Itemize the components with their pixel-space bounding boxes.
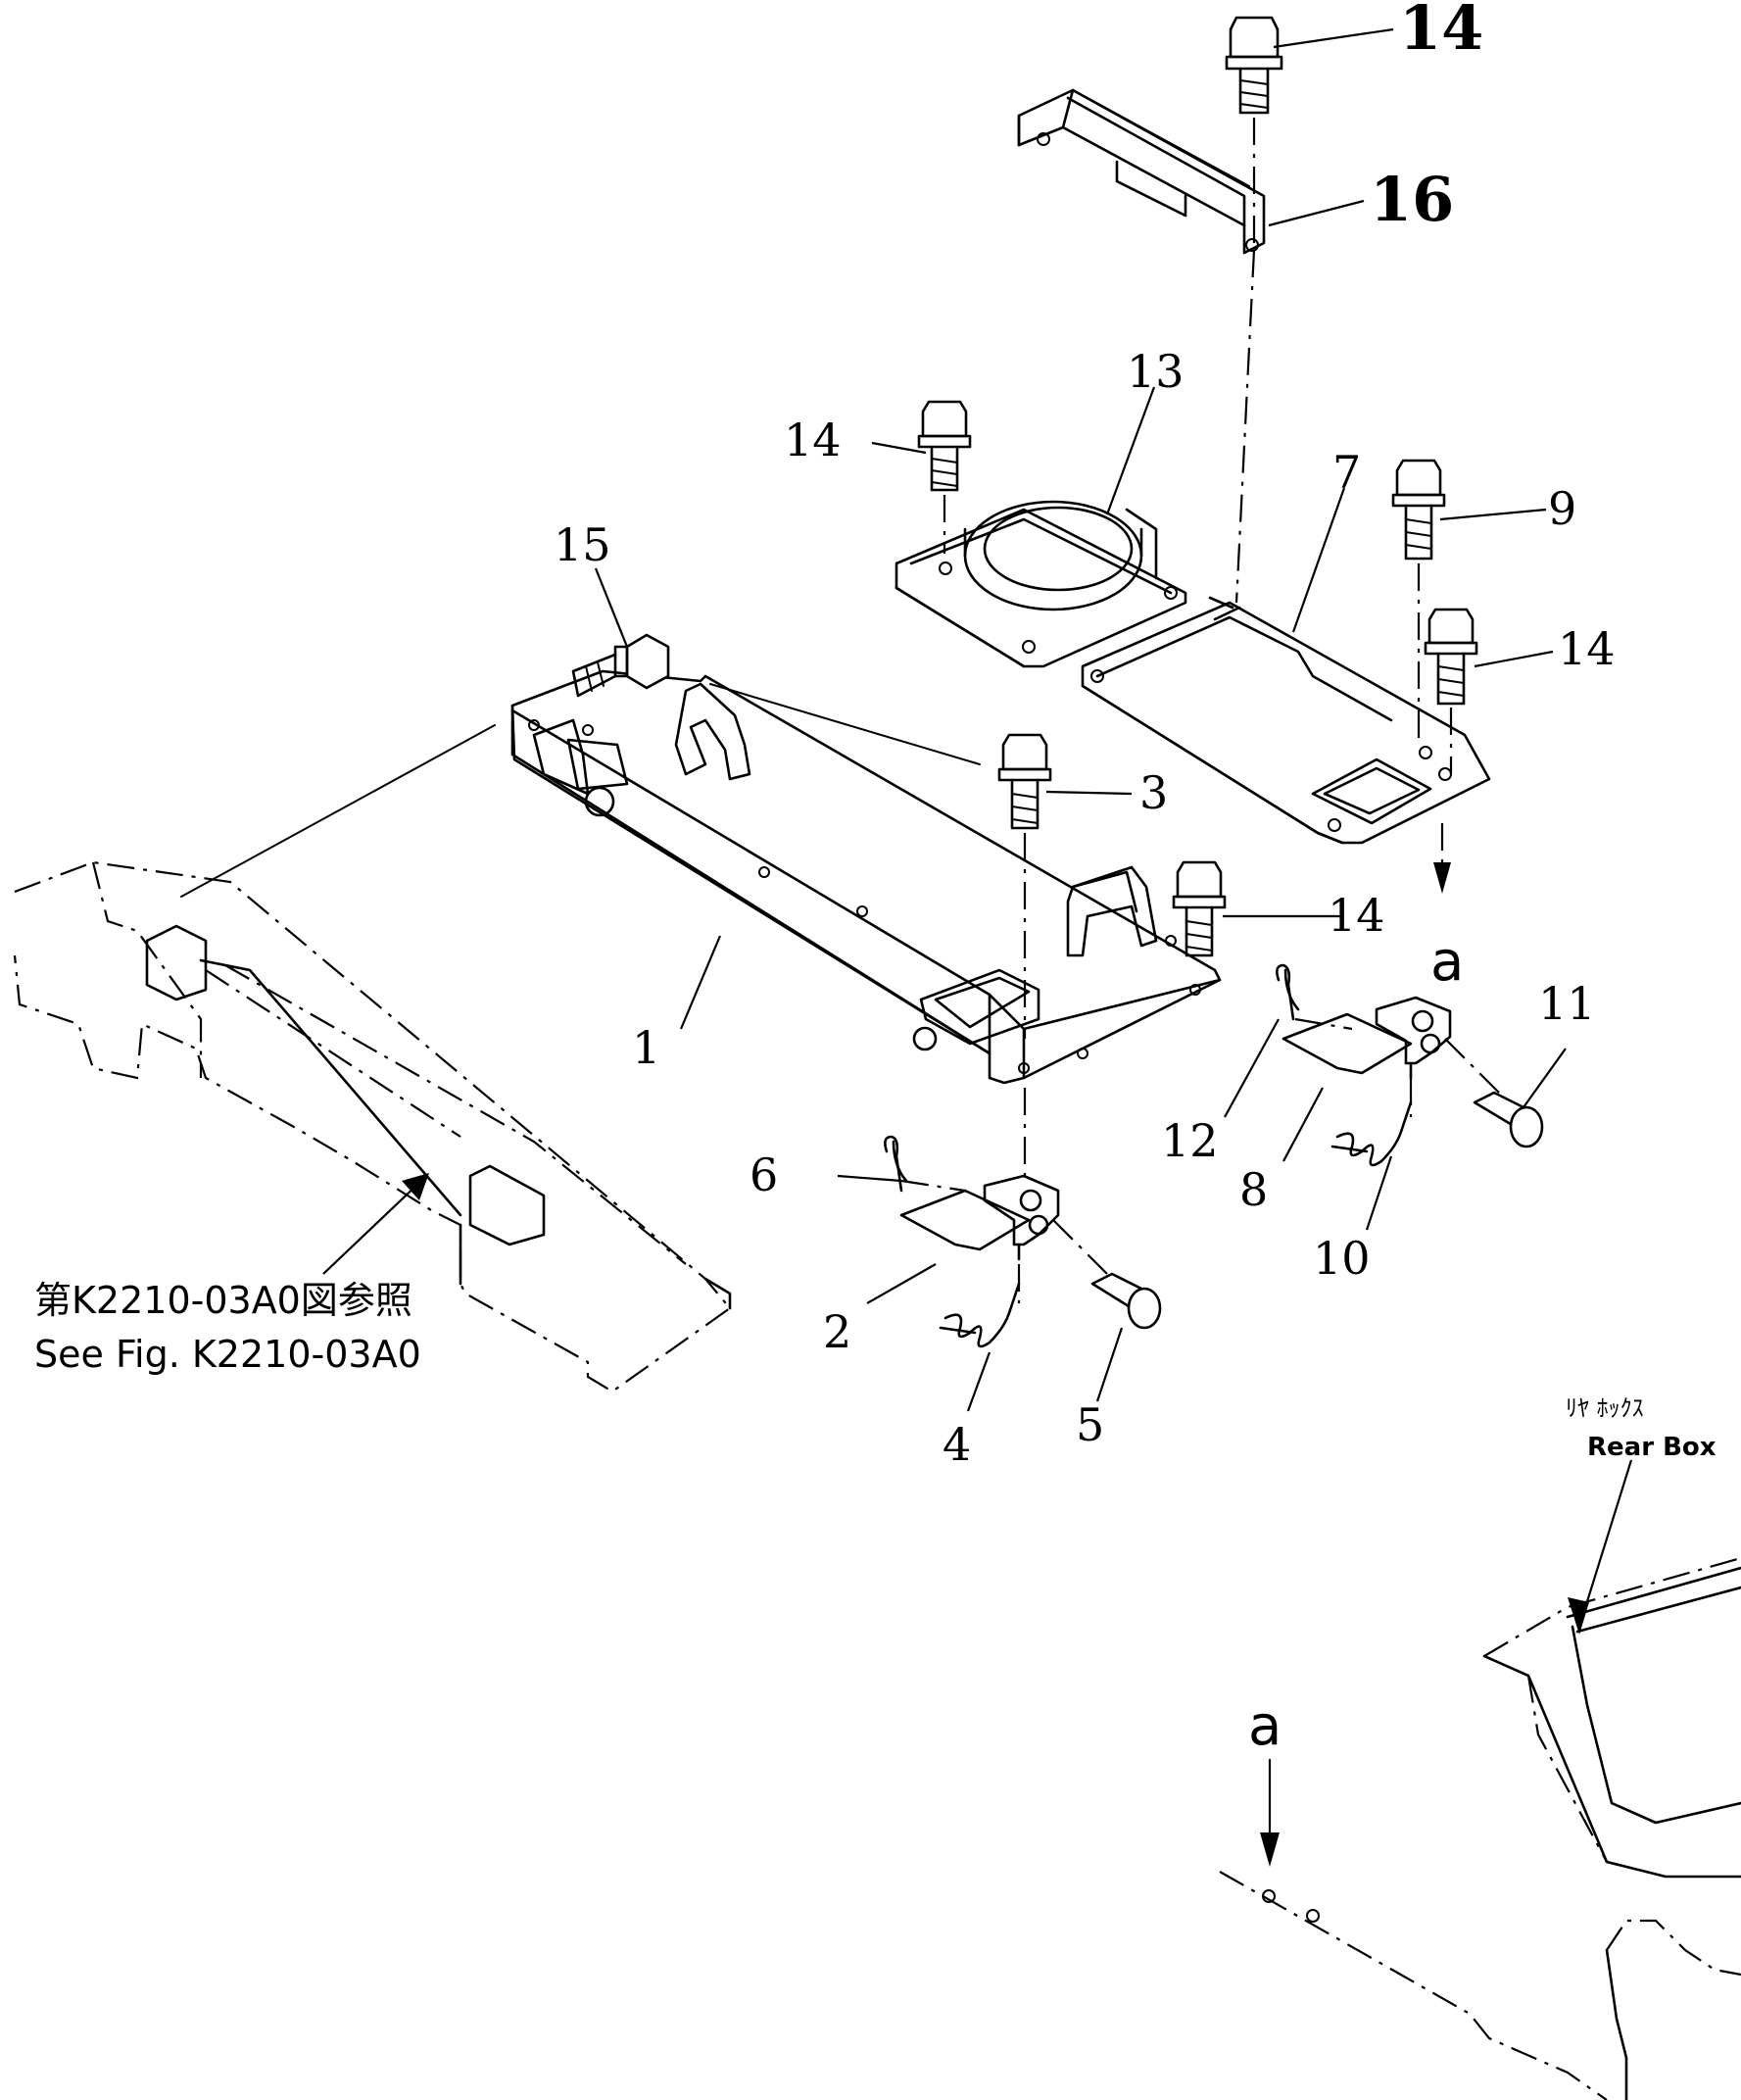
callout-14-top: 14 [1399, 0, 1483, 64]
callout-7: 7 [1332, 446, 1361, 499]
callout-13: 13 [1127, 345, 1185, 398]
part-16-bracket [1017, 88, 1266, 255]
reference-leader [322, 1180, 422, 1275]
rear-box-arrowhead [1568, 1597, 1589, 1635]
part-6-pin [884, 1135, 908, 1193]
part-1-main-cover [510, 669, 1222, 1085]
callout-6: 6 [750, 1148, 778, 1201]
reference-jp: 第K2210-03A0図参照 [34, 1279, 412, 1322]
callout-14-left: 14 [784, 414, 842, 466]
part-14-bolt-13 [917, 400, 972, 492]
part-14-bolt-middle [1172, 860, 1227, 957]
centerline-6 [900, 1179, 1108, 1275]
part-4-spring [939, 1282, 1021, 1348]
part-13-oval-hood [895, 500, 1187, 668]
callout-12: 12 [1161, 1114, 1219, 1167]
part-12-pin [1276, 963, 1300, 1021]
part-10-spring [1330, 1100, 1413, 1167]
part-11-hinge-pin [1473, 1091, 1544, 1148]
reference-en: See Fig. K2210-03A0 [34, 1333, 421, 1376]
callout-1: 1 [632, 1021, 660, 1074]
part-15-bolt [571, 633, 670, 698]
centerline-12 [1294, 1017, 1500, 1094]
part-8-latch [1282, 996, 1452, 1080]
marker-a-lower: a [1248, 1694, 1282, 1758]
centerline-14-16-7 [1234, 118, 1256, 604]
callout-14-mid: 14 [1328, 889, 1385, 942]
part-5-hinge-pin [1090, 1272, 1162, 1330]
link-line-3 [205, 969, 461, 1138]
callout-9: 9 [1548, 482, 1576, 535]
callout-3: 3 [1139, 766, 1168, 819]
arrow-a-lower [1260, 1759, 1280, 1867]
part-14-bolt-top [1225, 16, 1283, 115]
rear-box-en: Rear Box [1587, 1433, 1717, 1462]
callout-10: 10 [1313, 1232, 1371, 1285]
callout-11: 11 [1538, 977, 1596, 1030]
rear-box-jp: ﾘﾔ ﾎｯｸｽ [1566, 1394, 1644, 1422]
reference-arrowhead [402, 1173, 429, 1200]
link-line-1 [180, 724, 496, 898]
part-2-latch [899, 1174, 1060, 1261]
referenced-beam [13, 860, 732, 1393]
link-line-2 [709, 683, 981, 765]
callout-2: 2 [823, 1305, 851, 1358]
rear-box [1219, 1556, 1741, 2100]
part-3-bolt [997, 733, 1052, 830]
rear-box-leader [1577, 1459, 1633, 1628]
arrow-a-upper [1433, 823, 1451, 894]
callout-4: 4 [943, 1418, 971, 1471]
callout-14-right: 14 [1558, 622, 1616, 675]
marker-a-upper: a [1430, 930, 1464, 994]
callout-5: 5 [1076, 1398, 1104, 1451]
callout-8: 8 [1239, 1163, 1268, 1216]
part-7-cover-plate [1081, 596, 1491, 845]
callout-15: 15 [554, 518, 611, 571]
callout-16: 16 [1370, 164, 1454, 235]
part-9-bolt [1391, 459, 1446, 561]
leader-lines [594, 27, 1567, 1412]
part-14-bolt-9 [1424, 608, 1478, 706]
